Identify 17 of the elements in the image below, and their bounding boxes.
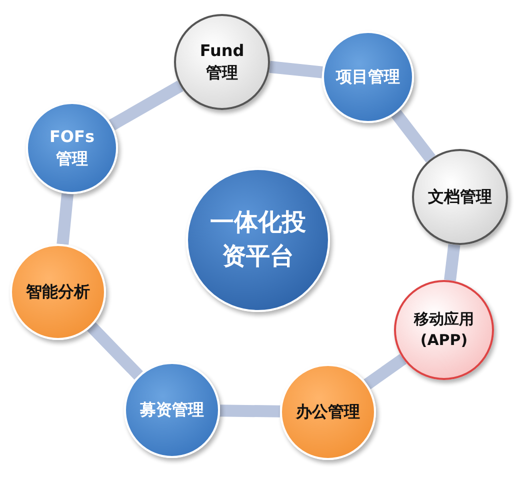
module-label: 移动应用(APP) — [412, 309, 475, 351]
module-label: 智能分析 — [24, 280, 91, 303]
module-label: Fund 管理 — [198, 40, 246, 84]
module-circle — [412, 149, 508, 245]
connector-line — [364, 354, 407, 390]
module-circle — [394, 280, 494, 380]
module-label: 募资管理 — [139, 398, 205, 421]
module-label: 一体化投资平台 — [209, 207, 307, 272]
connector-line — [269, 60, 323, 78]
module-label: 文档管理 — [427, 186, 493, 208]
module-label: 办公管理 — [294, 400, 361, 423]
module-label: 项目管理 — [334, 66, 401, 88]
connector-line — [220, 404, 280, 418]
connector-line — [56, 193, 74, 245]
connector-line — [108, 80, 184, 130]
module-label: FOFs 管理 — [48, 126, 96, 170]
connector-line — [444, 244, 460, 282]
